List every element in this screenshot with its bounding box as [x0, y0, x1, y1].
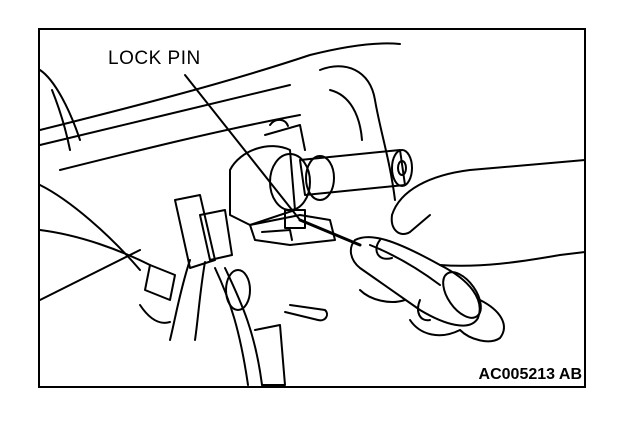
screwdriver-tool [298, 218, 482, 327]
switch-housing [229, 118, 336, 246]
figure-frame [38, 28, 586, 388]
callout-leader-line [184, 74, 301, 221]
lock-pin-label: LOCK PIN [108, 48, 201, 69]
figure-reference-code: AC005213 AB [478, 366, 582, 383]
connector-harness [139, 194, 328, 386]
hand-outline [359, 159, 586, 343]
column-shroud [319, 65, 396, 201]
dashboard-outline [39, 42, 401, 131]
